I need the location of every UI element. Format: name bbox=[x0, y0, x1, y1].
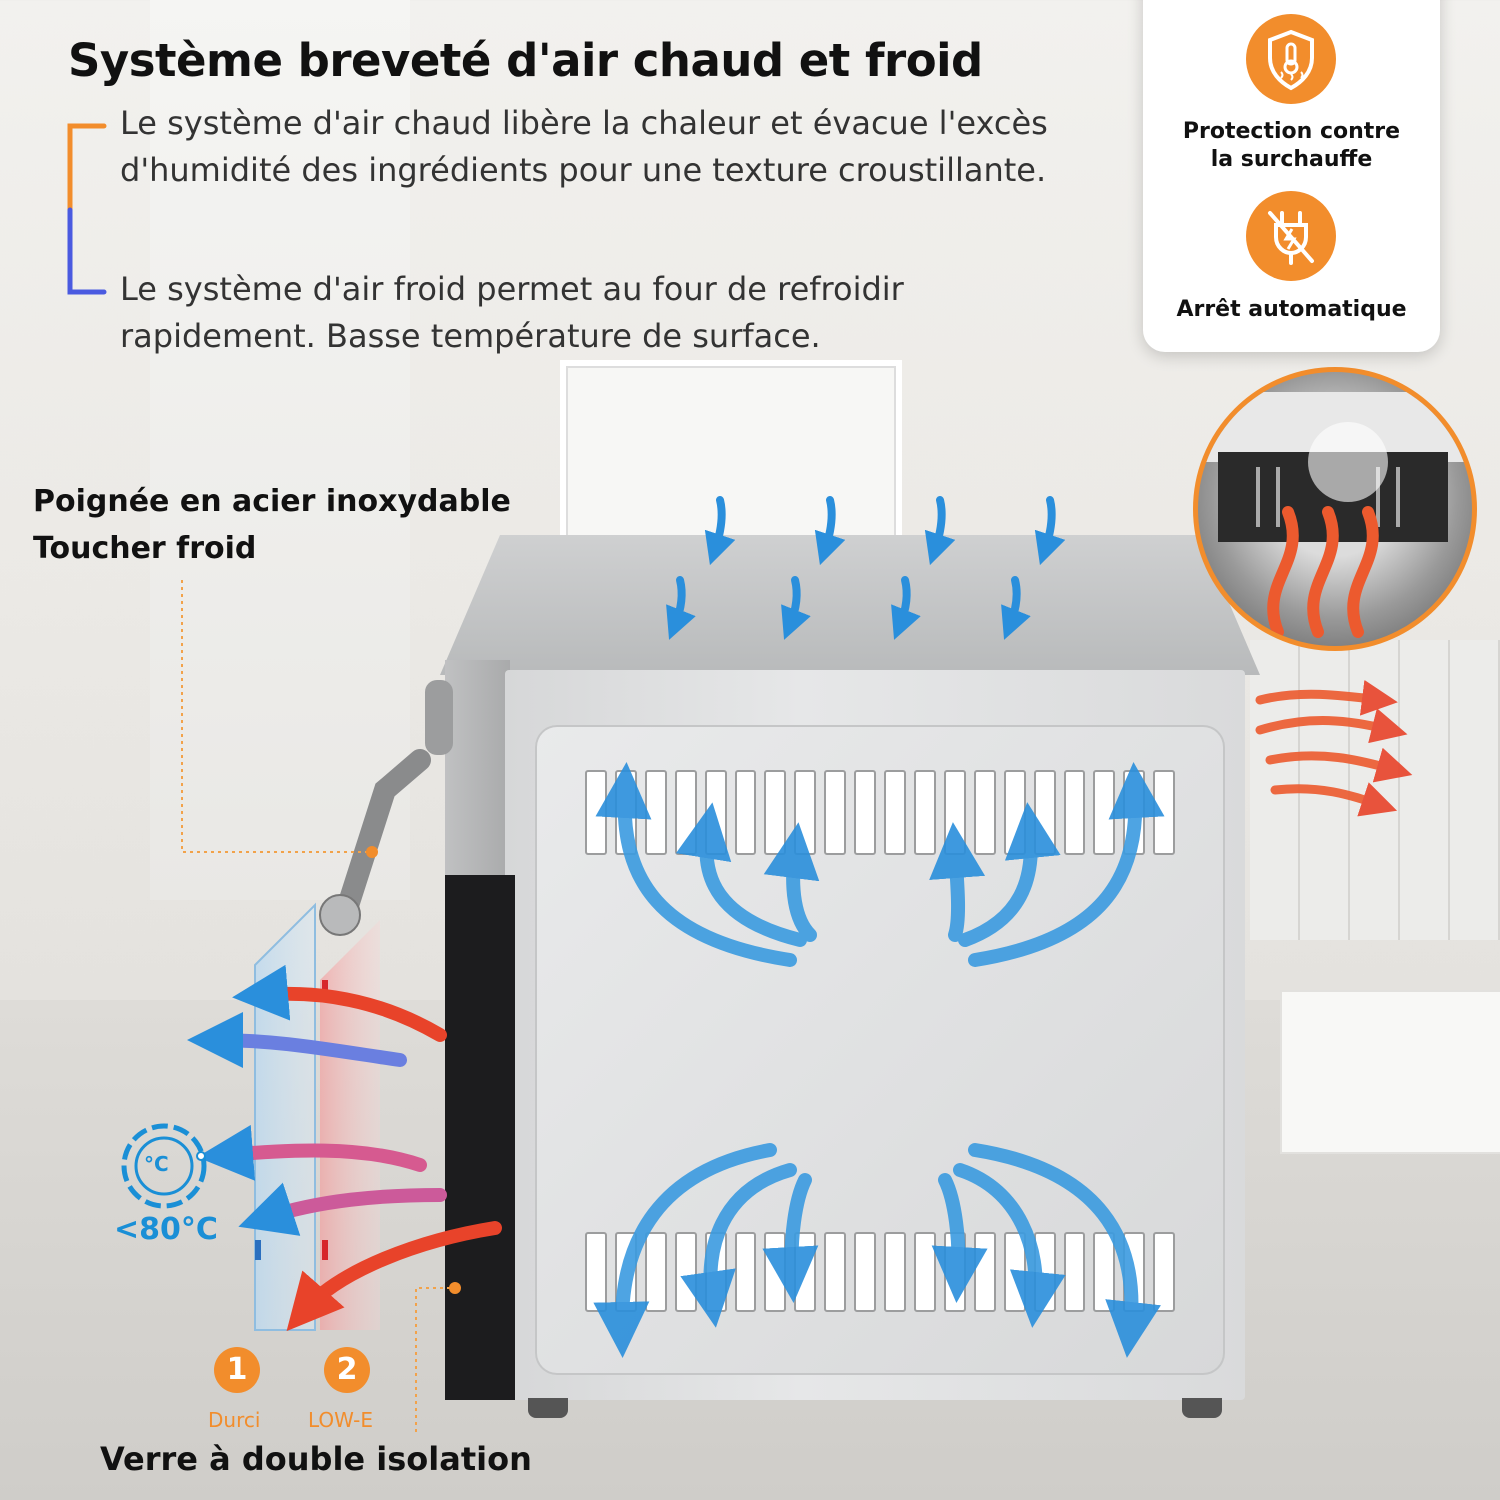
vent-slot bbox=[824, 770, 847, 855]
thermometer-shield-icon bbox=[1246, 14, 1336, 104]
glass-layer-badge-1: 1 bbox=[214, 1347, 260, 1393]
handle-callout-line1: Poignée en acier inoxydable bbox=[33, 484, 511, 519]
surface-temperature-label: <80°C bbox=[114, 1212, 218, 1247]
glass-layer-label-2: LOW-E bbox=[308, 1408, 373, 1432]
thermometer-celsius-glyph: °C bbox=[144, 1152, 169, 1176]
feature-label-overheat: Protection contre la surchauffe bbox=[1143, 118, 1440, 174]
vent-slot bbox=[854, 770, 877, 855]
vent-slot bbox=[644, 1232, 667, 1312]
features-card: Protection contre la surchauffe Arrêt au… bbox=[1143, 0, 1440, 352]
glass-pane-tempered bbox=[254, 902, 316, 1331]
oven-foot bbox=[1182, 1398, 1222, 1418]
door-handle bbox=[319, 680, 453, 936]
bullet-bracket bbox=[67, 123, 107, 295]
vent-slot bbox=[884, 1232, 906, 1312]
glass-layer-badge-2: 2 bbox=[324, 1347, 370, 1393]
background-drawer bbox=[1280, 990, 1500, 1154]
vent-slot bbox=[1093, 1232, 1116, 1312]
hot-air-exhaust-arrows bbox=[1255, 679, 1413, 817]
oven-foot bbox=[528, 1398, 568, 1418]
vent-slot bbox=[1063, 770, 1086, 855]
callout-leader-lines bbox=[181, 580, 461, 1432]
vent-slot bbox=[1153, 1232, 1176, 1312]
exhaust-zoom-inset bbox=[1193, 367, 1477, 651]
glass-pane-low-e bbox=[320, 920, 380, 1330]
cold-air-description: Le système d'air froid permet au four de… bbox=[120, 270, 904, 355]
side-downward-airflow-arrows bbox=[593, 1143, 1161, 1358]
unplug-icon bbox=[1246, 191, 1336, 281]
handle-callout: Poignée en acier inoxydable Toucher froi… bbox=[33, 478, 511, 572]
hot-air-description: Le système d'air chaud libère la chaleur… bbox=[120, 104, 1048, 189]
feature-label-overheat-line1: Protection contre bbox=[1182, 119, 1401, 144]
double-glass-callout: Verre à double isolation bbox=[100, 1440, 532, 1478]
handle-callout-line2: Toucher froid bbox=[33, 531, 257, 566]
vent-slot bbox=[824, 1232, 847, 1312]
vent-slot bbox=[854, 1232, 877, 1312]
feature-label-overheat-line2: la surchauffe bbox=[1210, 147, 1373, 172]
page-title: Système breveté d'air chaud et froid bbox=[68, 34, 983, 87]
background-cabinet bbox=[150, 0, 410, 900]
side-upward-airflow-arrows bbox=[595, 762, 1165, 967]
glass-heat-arrows bbox=[187, 964, 502, 1332]
vent-slot bbox=[884, 770, 906, 855]
background-picture-frame bbox=[560, 360, 902, 552]
oven-door bbox=[445, 875, 515, 1400]
feature-label-auto-off: Arrêt automatique bbox=[1176, 297, 1407, 322]
oven-top bbox=[440, 535, 1260, 675]
cool-air-intake-arrows bbox=[666, 496, 1066, 640]
glass-layer-label-1: Durci bbox=[208, 1408, 261, 1432]
low-temperature-icon bbox=[121, 1123, 207, 1209]
vent-slot bbox=[734, 770, 757, 855]
